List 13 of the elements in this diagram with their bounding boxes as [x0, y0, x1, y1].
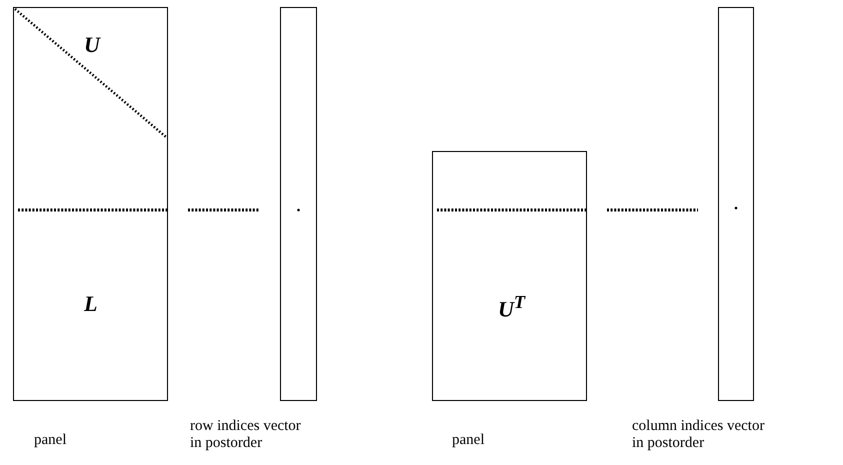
node-label: column indices vector in postorder	[632, 418, 766, 452]
matrix-label: L	[84, 292, 98, 316]
dotted-connector	[188, 208, 260, 212]
node-label: row indices vector in postorder	[190, 418, 302, 452]
vector-bar	[718, 7, 754, 401]
vector-bar	[280, 7, 317, 401]
dotted-connector	[607, 208, 698, 212]
node-label: panel	[34, 432, 68, 449]
matrix-box	[13, 7, 168, 401]
matrix-box	[432, 151, 587, 401]
node-label: panel	[452, 432, 486, 449]
matrix-label: U	[84, 33, 100, 57]
matrix-label: U$^{T}$	[498, 291, 526, 322]
